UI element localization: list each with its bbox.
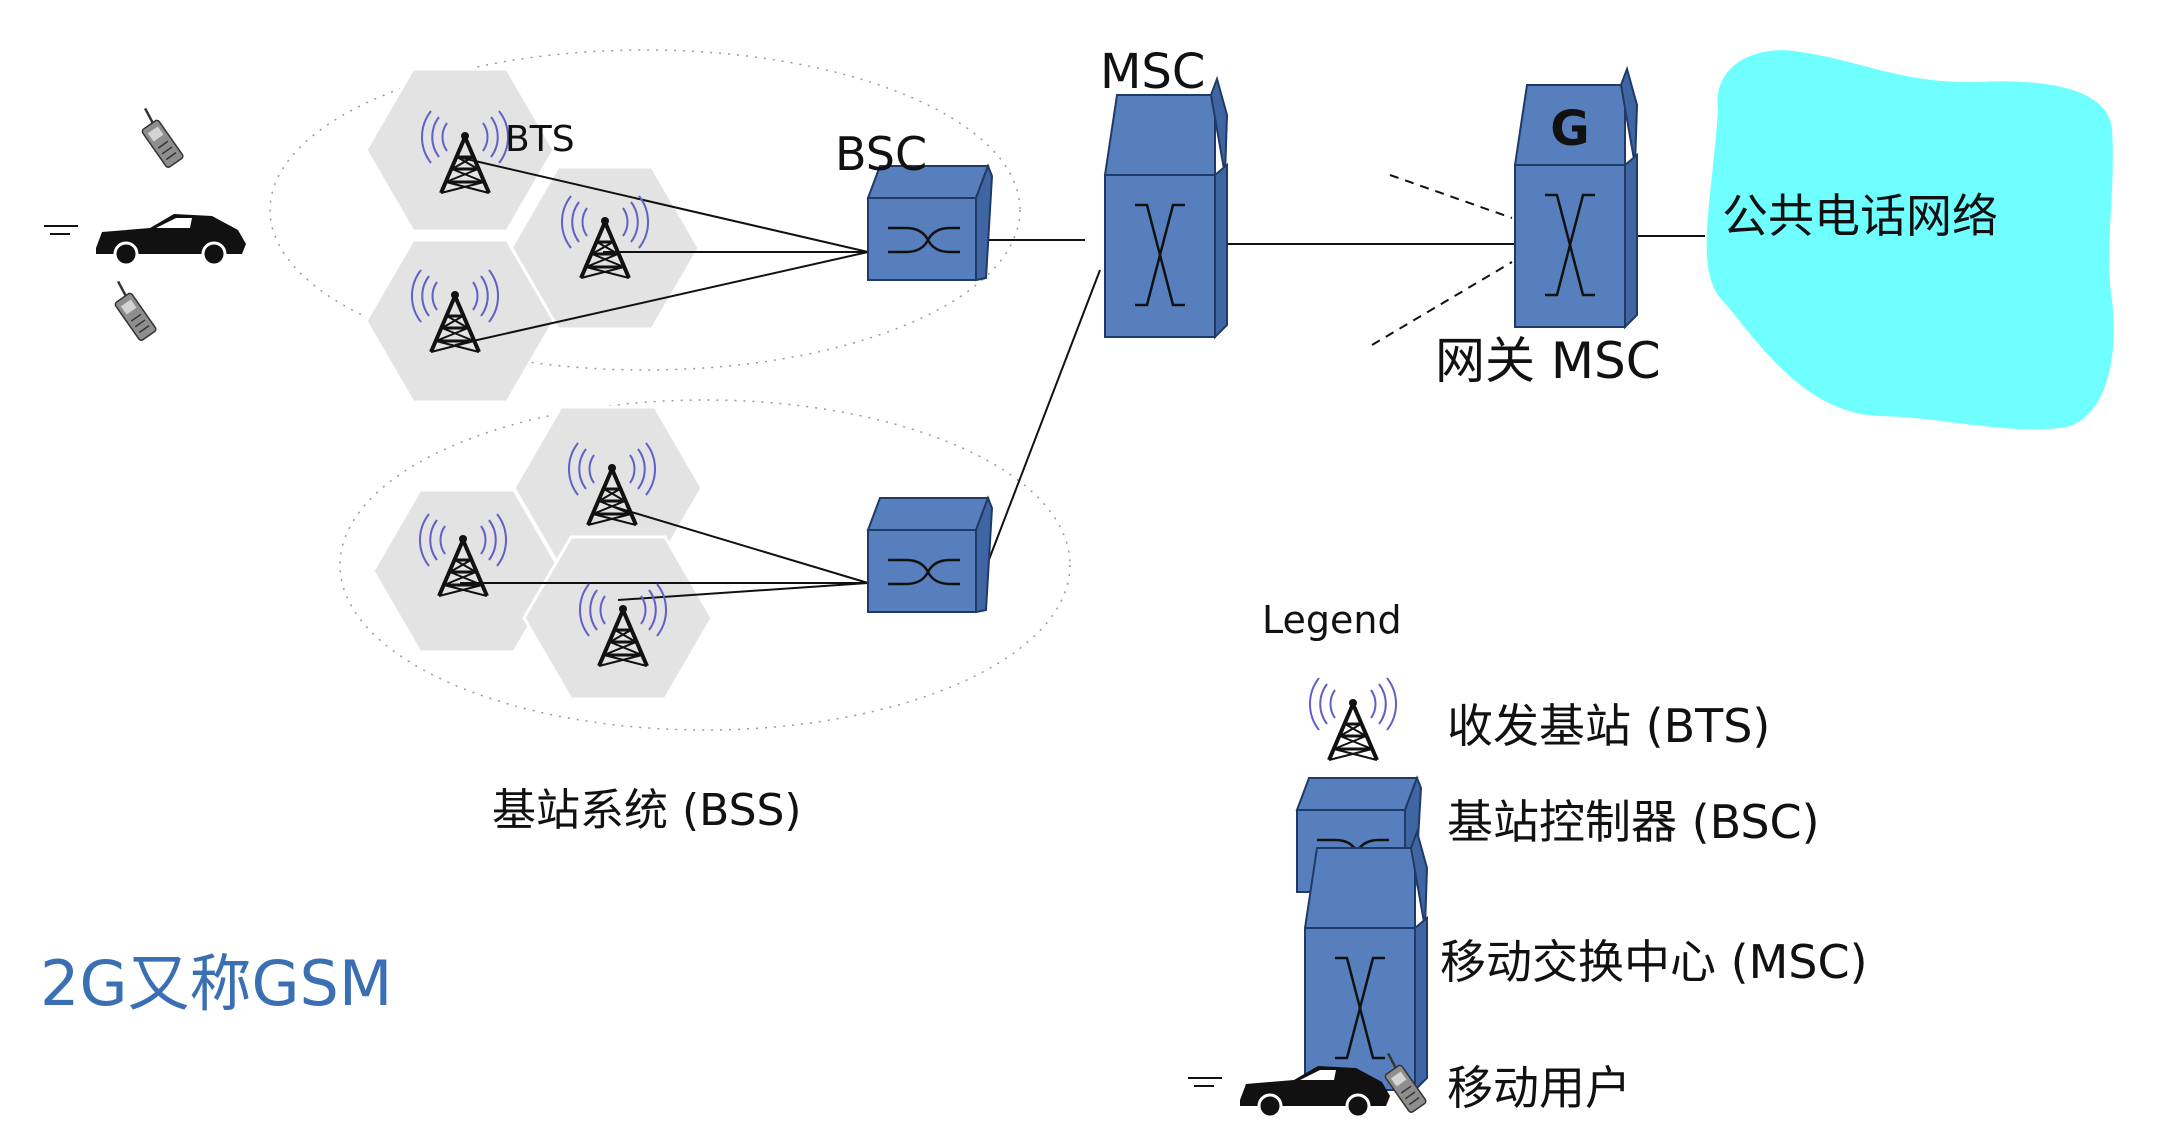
gateway-letter: G — [1550, 101, 1589, 157]
cell-cluster-bottom — [371, 405, 714, 701]
bsc-switch-top — [866, 164, 994, 282]
bts-label: BTS — [505, 119, 575, 160]
cellphone-icon — [103, 277, 159, 343]
pstn-label: 公共电话网络 — [1722, 189, 1998, 243]
link-bts-bsc — [454, 251, 869, 346]
cloud-shape — [1706, 50, 2114, 430]
network-links — [454, 157, 1705, 601]
msc-building-icon — [1303, 830, 1429, 1092]
legend-mobile-label: 移动用户 — [1447, 1061, 1631, 1115]
cell-tower-icon — [1307, 676, 1399, 762]
bsc-label: BSC — [835, 127, 927, 181]
legend-heading: Legend — [1262, 598, 1402, 642]
bsc-switch-bottom — [866, 496, 994, 614]
bss-label: 基站系统 (BSS) — [492, 785, 802, 836]
link-bts-bsc — [617, 582, 869, 601]
dashed-link — [1371, 261, 1513, 346]
legend-msc-label: 移动交换中心 (MSC) — [1440, 935, 1868, 989]
msc-building — [1103, 77, 1229, 339]
bss-cluster-outline-bottom — [339, 399, 1071, 731]
legend: Legend 收发基站 (BTS) 基站控制器 (BSC) 移动交换中心 (MS… — [1186, 598, 1868, 1119]
link-bts-bsc — [607, 504, 869, 584]
legend-bts-label: 收发基站 (BTS) — [1447, 699, 1770, 753]
link-bts-bsc — [461, 157, 869, 253]
gateway-msc-label: 网关 MSC — [1435, 332, 1661, 390]
car-icon — [1186, 1064, 1392, 1119]
bss-cluster-outline-top — [269, 49, 1021, 371]
cellphone-icon — [130, 104, 186, 170]
page-title: 2G又称GSM — [40, 947, 392, 1020]
dashed-link — [1389, 174, 1513, 219]
msc-label: MSC — [1100, 44, 1205, 100]
legend-bsc-label: 基站控制器 (BSC) — [1447, 795, 1820, 849]
link-bsc-msc — [984, 269, 1101, 571]
car-icon — [42, 212, 248, 267]
